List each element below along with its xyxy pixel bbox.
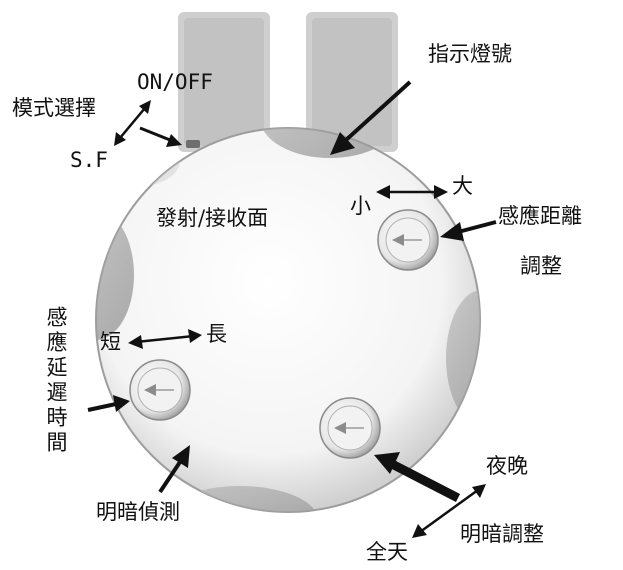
distance-adjust-label-line1: 感應距離 xyxy=(498,204,582,228)
delay-arrow xyxy=(87,395,130,412)
small-label: 小 xyxy=(350,194,371,218)
mode-double-arrow xyxy=(114,100,151,146)
delay-adjust-label: 感應延遲時間 xyxy=(44,306,68,456)
mode-switch[interactable] xyxy=(186,140,200,148)
light-level-knob[interactable] xyxy=(319,397,381,459)
rim-lobe-left xyxy=(96,210,134,340)
delay-range-arrow xyxy=(128,329,202,349)
rim-lobe-right xyxy=(446,290,480,426)
light-detect-label: 明暗偵測 xyxy=(96,500,180,524)
short-label: 短 xyxy=(100,330,121,354)
all-day-label: 全天 xyxy=(366,540,408,564)
light-adjust-label: 明暗調整 xyxy=(460,522,544,546)
indicator-label: 指示燈號 xyxy=(428,42,512,66)
delay-knob[interactable] xyxy=(129,359,191,421)
callout-arrows xyxy=(87,80,497,538)
mode-switch-arrow xyxy=(139,126,182,147)
light-detect-arrow xyxy=(158,445,190,494)
emitter-receiver-label: 發射/接收面 xyxy=(156,206,269,230)
distance-adjust-arrow xyxy=(440,220,497,241)
large-label: 大 xyxy=(452,174,473,198)
indicator-arrow xyxy=(330,80,412,155)
long-label: 長 xyxy=(206,322,227,346)
sensor-body xyxy=(95,127,481,513)
distance-adjust-label-line2: 調整 xyxy=(520,254,562,278)
day-night-range-arrow xyxy=(412,484,486,538)
night-label: 夜晚 xyxy=(486,454,528,478)
distance-knob[interactable] xyxy=(377,209,439,271)
rim-lobe-bottom xyxy=(162,486,318,512)
on-off-label: ON/OFF xyxy=(137,70,213,94)
sf-label: S.F xyxy=(70,148,108,172)
connector-tabs xyxy=(178,12,398,152)
mode-select-label: 模式選擇 xyxy=(12,96,96,120)
light-adjust-arrow xyxy=(374,452,461,503)
distance-range-arrow xyxy=(376,185,448,199)
